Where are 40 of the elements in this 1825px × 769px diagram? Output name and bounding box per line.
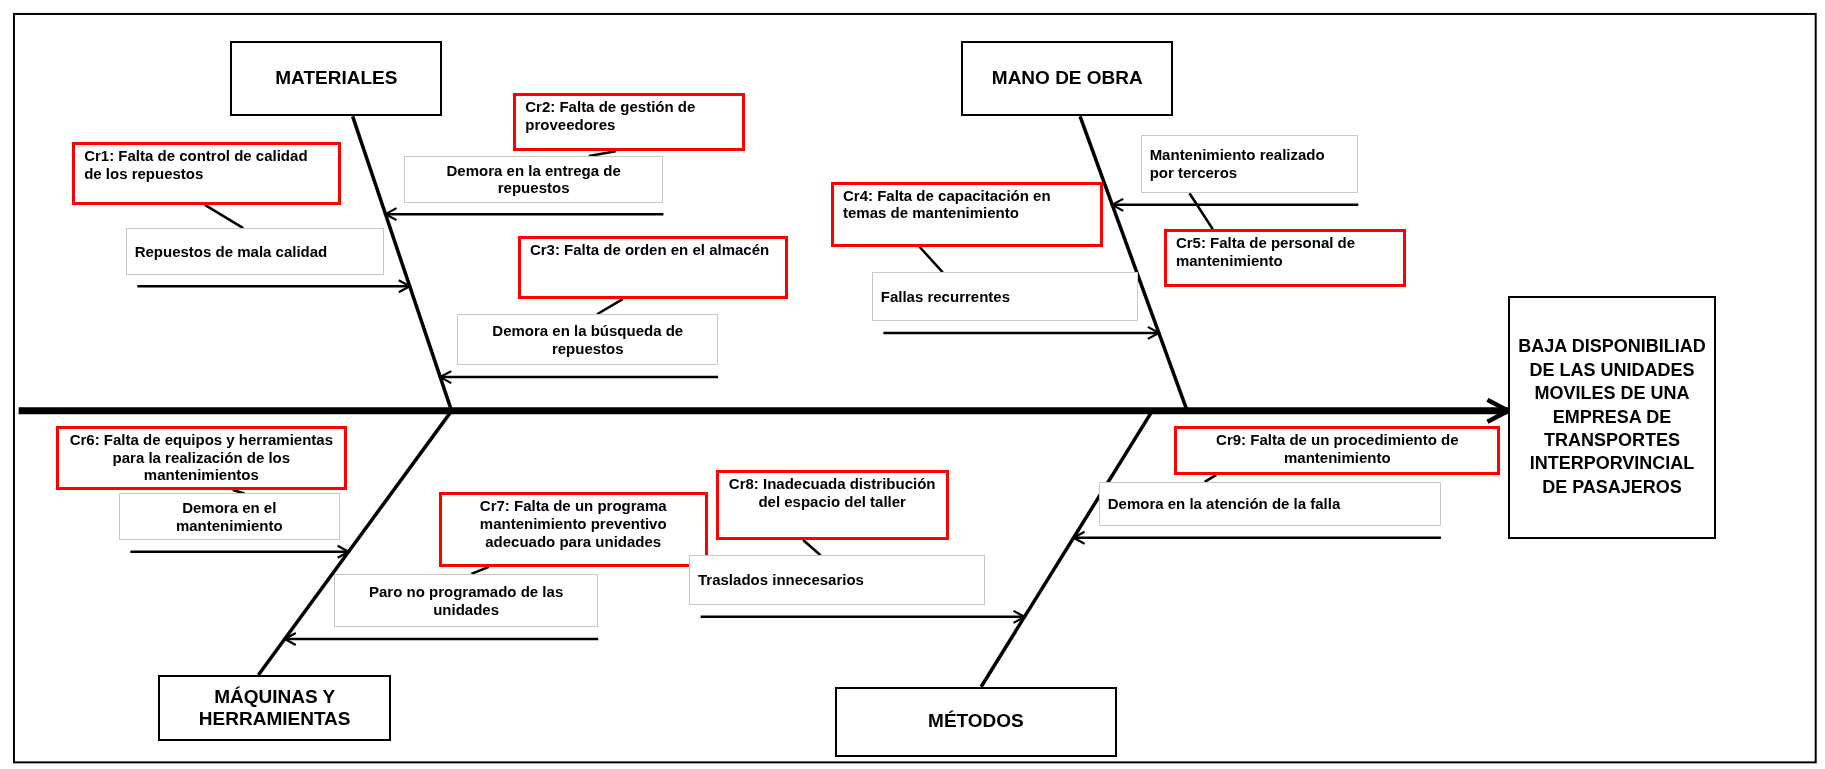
- leader-line: [918, 245, 944, 274]
- cause-box: Demora en la entrega de repuestos: [403, 155, 664, 203]
- category-box: MÉTODOS: [834, 686, 1118, 757]
- root-cause-box: Cr8: Inadecuada distribución del espacio del taller: [715, 470, 949, 541]
- root-cause-box: Cr7: Falta de un programa mantenimiento preventivo adecuado para unidades: [438, 492, 708, 567]
- category-box: MANO DE OBRA: [961, 40, 1174, 117]
- cause-box: Demora en la búsqueda de repuestos: [457, 314, 719, 366]
- problem-box: BAJA DISPONIBILIAD DE LAS UNIDADES MOVILES DE UNA EMPRESA DE TRANSPORTES INTERPORVINCIAL DE PASAJEROS: [1508, 295, 1716, 539]
- arrow: [130, 544, 350, 559]
- arrow: [137, 279, 411, 294]
- root-cause-box: Cr4: Falta de capacitación en temas de mantenimiento: [831, 181, 1104, 247]
- leader-line: [596, 298, 624, 316]
- arrow: [700, 609, 1026, 624]
- cause-box: Repuestos de mala calidad: [125, 228, 385, 275]
- cause-box: Traslados innecesarios: [689, 555, 985, 606]
- cause-box: Fallas recurrentes: [871, 272, 1139, 322]
- leader-line: [802, 539, 822, 557]
- root-cause-box: Cr3: Falta de orden en el almacén: [517, 236, 788, 300]
- root-cause-box: Cr1: Falta de control de calidad de los repuestos: [72, 142, 341, 205]
- arrow: [439, 370, 719, 385]
- leader-line: [204, 203, 244, 230]
- root-cause-box: Cr5: Falta de personal de mantenimiento: [1163, 229, 1406, 288]
- category-box: MÁQUINAS Y HERRAMIENTAS: [158, 675, 392, 742]
- root-cause-box: Cr6: Falta de equipos y herramientas para la realización de los mantenimientos: [55, 426, 347, 490]
- arrow: [283, 631, 599, 647]
- cause-box: Demora en el mantenimiento: [118, 493, 340, 541]
- arrow: [883, 325, 1160, 340]
- cause-box: Demora en la atención de la falla: [1098, 481, 1441, 527]
- cause-box: Paro no programado de las unidades: [334, 573, 599, 628]
- leader-line: [470, 565, 490, 575]
- leader-line: [1188, 192, 1214, 230]
- leader-line: [1204, 473, 1217, 483]
- arrow: [1111, 197, 1359, 212]
- root-cause-box: Cr2: Falta de gestión de proveedores: [513, 93, 745, 152]
- root-cause-box: Cr9: Falta de un procedimiento de mantenimiento: [1174, 426, 1501, 475]
- leader-line: [588, 150, 616, 158]
- cause-box: Mantenimiento realizado por terceros: [1140, 135, 1359, 194]
- arrow: [1072, 530, 1441, 545]
- category-box: MATERIALES: [230, 40, 443, 117]
- arrow: [384, 207, 664, 222]
